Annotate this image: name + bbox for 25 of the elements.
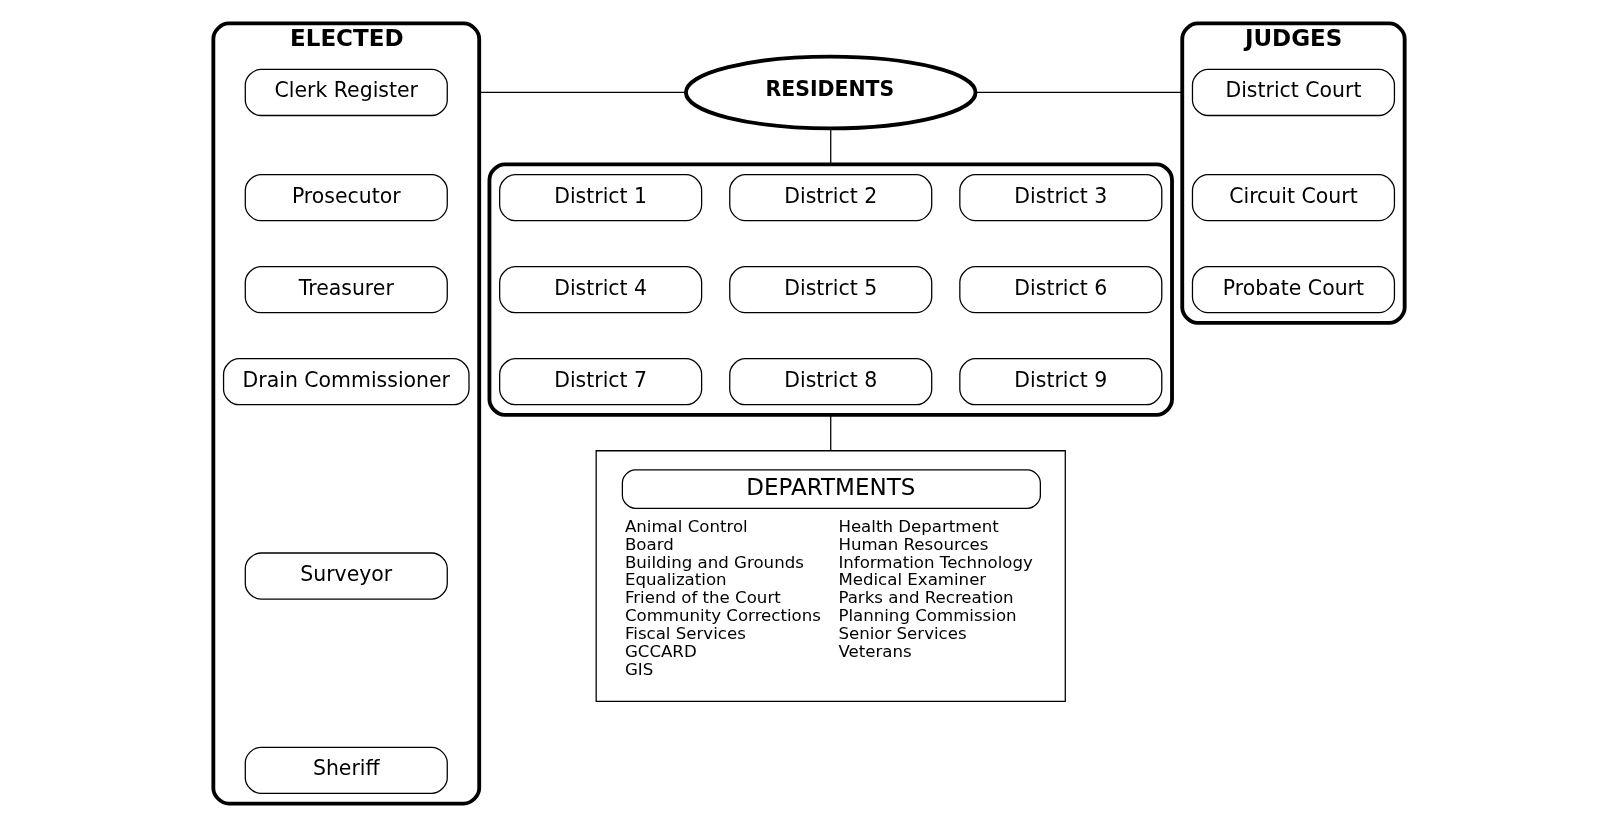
node-ellipse: RESIDENTS <box>683 54 977 131</box>
connector <box>829 128 831 166</box>
node-box: District 4 <box>498 266 702 314</box>
connector <box>478 91 687 94</box>
node-box: District Court <box>1191 68 1395 117</box>
connector <box>829 414 831 452</box>
node-box: Surveyor <box>244 552 448 600</box>
node-box: District 1 <box>498 174 702 222</box>
node-box: District 7 <box>498 358 702 406</box>
node-box: District 3 <box>958 174 1162 222</box>
node-box: District 5 <box>728 266 932 314</box>
node-box: DEPARTMENTS Animal Control Board Building and Grounds Equalization Friend of the Court Community Corrections Fiscal Services GCCARD GIS Health Department Human Resources Information Technology Medical Examiner Parks and Recreation Planning Commission Senior Services Veterans <box>595 450 1066 702</box>
node-box: Circuit Court <box>1191 174 1395 222</box>
node-box: District 8 <box>728 358 932 406</box>
node-box: Clerk Register <box>244 68 448 117</box>
connector <box>974 91 1183 94</box>
node-box: District 6 <box>958 266 1162 314</box>
node-box: Sheriff <box>244 746 448 794</box>
node-box: District 2 <box>728 174 932 222</box>
cluster <box>487 162 1174 417</box>
node-box: Treasurer <box>244 266 448 314</box>
node-box: Drain Commissioner <box>222 358 470 406</box>
node-box: Prosecutor <box>244 174 448 222</box>
node-box: Probate Court <box>1191 266 1395 314</box>
node-box: District 9 <box>958 358 1162 406</box>
